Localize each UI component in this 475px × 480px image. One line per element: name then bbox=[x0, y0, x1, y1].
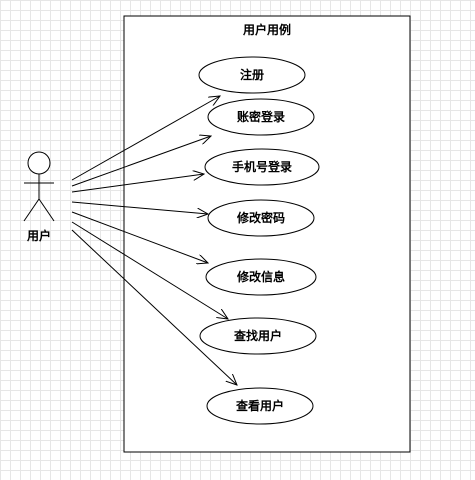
use-case-label: 修改信息 bbox=[236, 269, 285, 284]
stick-figure-icon bbox=[23, 151, 55, 222]
use-case-edit-info[interactable]: 修改信息 bbox=[205, 258, 317, 296]
use-case-password-login[interactable]: 账密登录 bbox=[207, 98, 315, 136]
use-case-label: 查看用户 bbox=[235, 398, 284, 413]
use-case-label: 手机号登录 bbox=[232, 159, 292, 174]
use-case-label: 注册 bbox=[240, 67, 264, 82]
use-case-find-user[interactable]: 查找用户 bbox=[199, 317, 317, 355]
association-phone-login bbox=[71, 174, 204, 193]
actor-name: 用户 bbox=[26, 228, 51, 243]
association-register bbox=[71, 96, 220, 181]
use-case-label: 账密登录 bbox=[237, 109, 285, 124]
use-case-view-user[interactable]: 查看用户 bbox=[206, 387, 314, 425]
system-title: 用户用例 bbox=[242, 22, 291, 37]
association-find-user bbox=[71, 221, 228, 319]
use-case-label: 查找用户 bbox=[233, 328, 282, 343]
association-edit-info bbox=[71, 211, 208, 263]
use-case-phone-login[interactable]: 手机号登录 bbox=[204, 148, 320, 186]
association-password-login bbox=[71, 136, 211, 187]
association-view-user bbox=[71, 229, 237, 385]
use-case-change-password[interactable]: 修改密码 bbox=[207, 199, 315, 237]
associations bbox=[71, 96, 237, 385]
actor-user[interactable]: 用户 bbox=[23, 151, 55, 243]
association-change-password bbox=[71, 201, 208, 214]
use-case-label: 修改密码 bbox=[236, 210, 285, 225]
use-case-register[interactable]: 注册 bbox=[198, 56, 306, 94]
